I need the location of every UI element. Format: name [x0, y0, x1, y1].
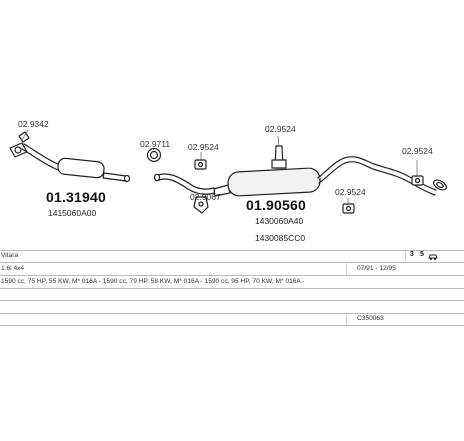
label-02-9342: 02.9342	[18, 119, 49, 129]
label-02-9524-b: 02.9524	[265, 124, 296, 134]
part-ref-1430085cc0: 1430085CC0	[255, 233, 306, 243]
table-rule-1	[0, 250, 464, 251]
production-dates: 07/91 - 12/95	[357, 265, 396, 272]
engine-spec: 1590 cc, 75 HP, 55 KW, M* 016A - 1590 cc…	[1, 278, 305, 285]
icon-badge-2: 5	[420, 251, 424, 258]
rubber-hanger-top	[271, 145, 287, 169]
label-02-9711: 02.9711	[140, 139, 171, 149]
table-divider-1	[346, 262, 347, 275]
exhaust-diagram	[9, 129, 447, 214]
mounting-bracket	[193, 196, 209, 214]
icon-badge-1: 3	[410, 251, 414, 258]
rear-silencer	[213, 156, 447, 197]
catalog-code: C350063	[357, 315, 384, 322]
clamp-ring	[146, 147, 162, 163]
table-rule-2	[0, 262, 464, 263]
rubber-hanger-left	[194, 159, 207, 170]
table-divider-2	[346, 313, 347, 325]
table-rule-3	[0, 275, 464, 276]
label-02-9524-d: 02.9524	[402, 146, 433, 156]
part-number-01-31940: 01.31940	[46, 189, 106, 205]
part-ref-1430060a40: 1430060A40	[255, 216, 304, 226]
label-02-9524-a: 02.9524	[188, 142, 219, 152]
front-pipe-with-resonator	[21, 143, 131, 183]
rubber-hanger-rear-1	[342, 203, 355, 214]
model-name: Vitara	[1, 252, 19, 259]
table-rule-4	[0, 288, 464, 289]
front-flange-gasket	[9, 131, 30, 158]
label-02-9524-c: 02.9524	[335, 187, 366, 197]
label-02-9067: 02.9067	[190, 192, 221, 202]
rubber-hanger-rear-2	[411, 175, 424, 186]
table-rule-6	[0, 313, 464, 314]
table-rule-5	[0, 300, 464, 301]
part-ref-1415060a00: 1415060A00	[48, 208, 97, 218]
table-divider-3	[405, 250, 406, 262]
intermediate-pipe	[153, 173, 216, 195]
table-rule-7	[0, 325, 464, 326]
car-icon	[428, 254, 438, 260]
part-number-01-90560: 01.90560	[246, 197, 306, 213]
engine-label: 1.6i 4x4	[1, 265, 25, 272]
